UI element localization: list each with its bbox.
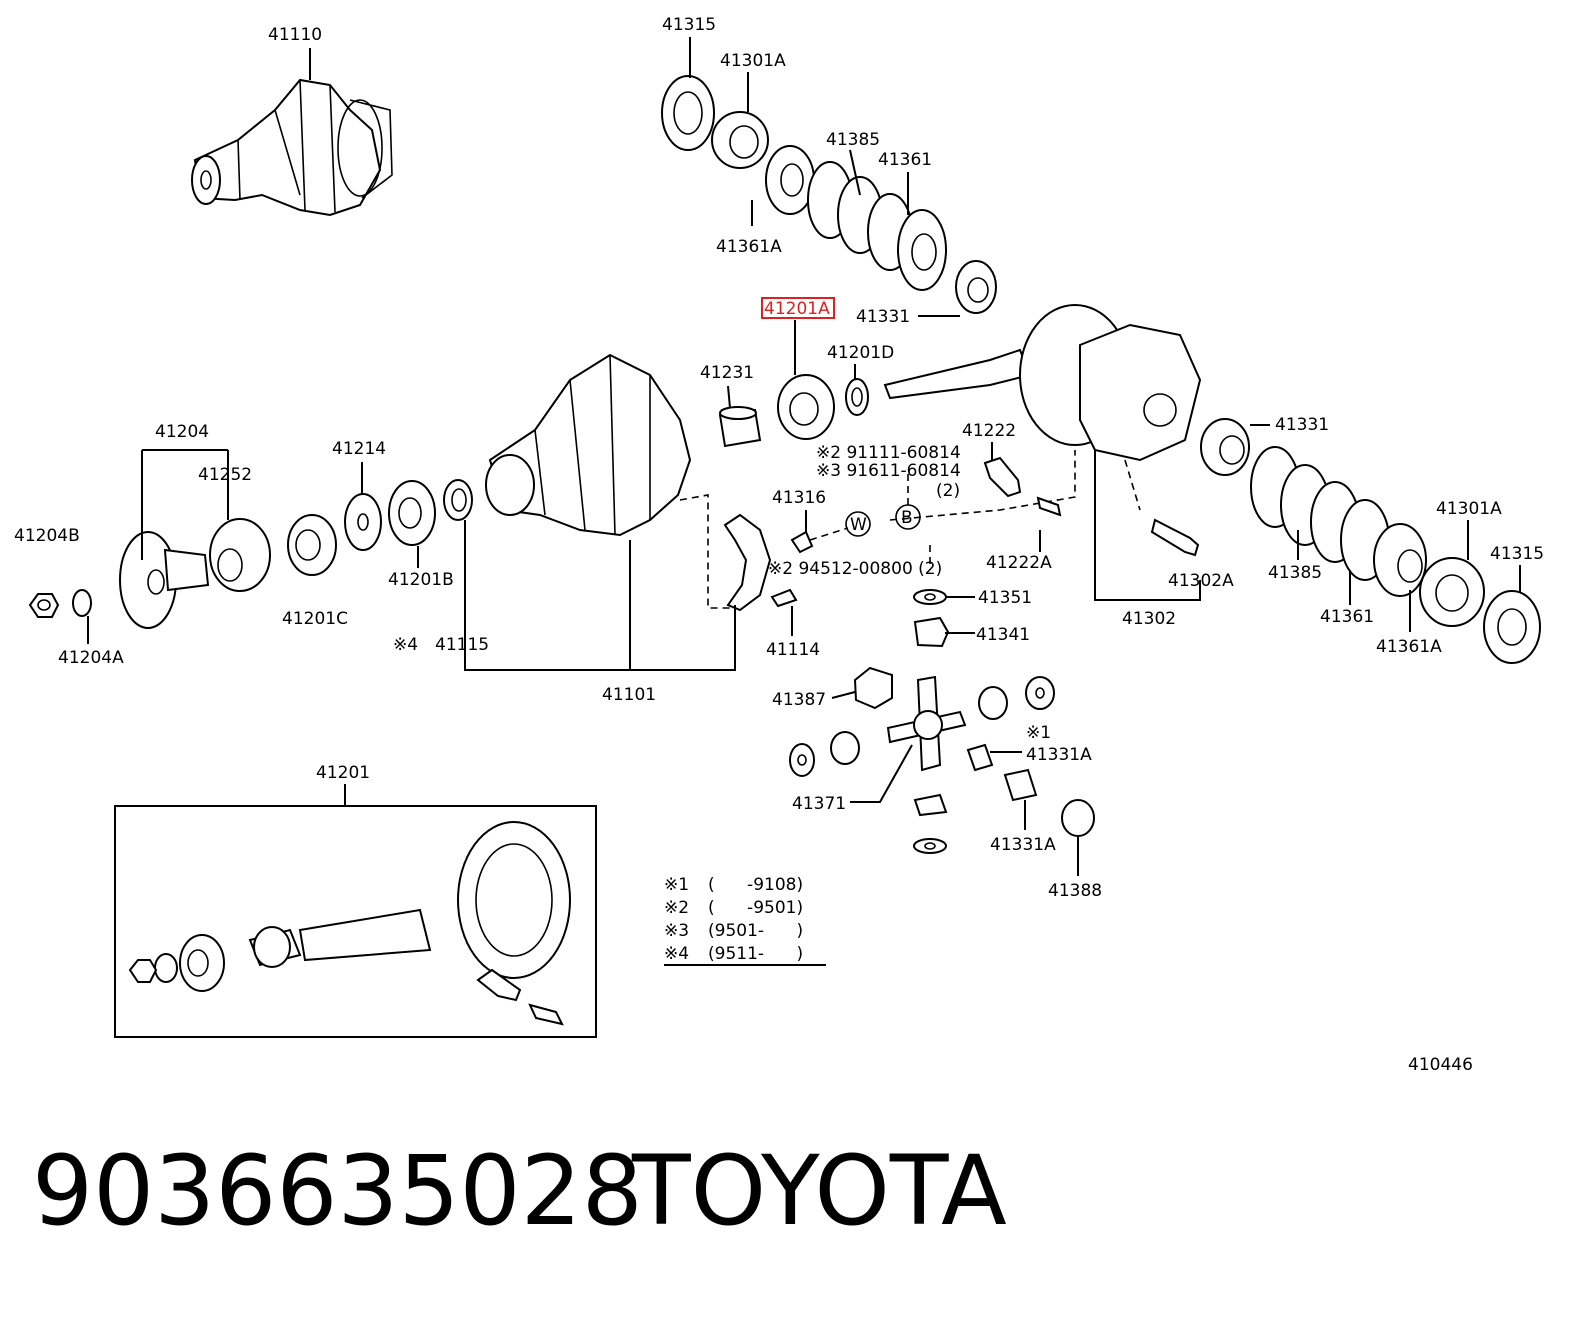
- legend-mark-4: ※4: [664, 944, 689, 964]
- bearing-cap-group: [679, 450, 1141, 612]
- label-41361-top[interactable]: 41361: [878, 150, 932, 170]
- label-41222[interactable]: 41222: [962, 421, 1016, 441]
- label-41361A-top[interactable]: 41361A: [716, 237, 782, 257]
- callout-bolt-a: ※2 91111-60814: [816, 443, 961, 463]
- legend-mark-1: ※1: [664, 875, 689, 895]
- label-41315-right[interactable]: 41315: [1490, 544, 1544, 564]
- label-41331A-1[interactable]: 41331A: [1026, 745, 1092, 765]
- companion-flange-group: [28, 479, 473, 629]
- label-41316[interactable]: 41316: [772, 488, 826, 508]
- label-41385-right[interactable]: 41385: [1268, 563, 1322, 583]
- label-41214[interactable]: 41214: [332, 439, 386, 459]
- legend-range-4: (9511- ): [708, 944, 803, 964]
- differential-case-drawing: [883, 304, 1202, 462]
- part-labels: 41110 41315 41301A 41385 41361 41361A 41…: [14, 15, 1544, 1075]
- pinion-bearing-group: [718, 374, 869, 448]
- label-41387[interactable]: 41387: [772, 690, 826, 710]
- legend-mark-3: ※3: [664, 921, 689, 941]
- differential-housing-drawing: [485, 353, 692, 537]
- label-41385-top[interactable]: 41385: [826, 130, 880, 150]
- label-41341[interactable]: 41341: [976, 625, 1030, 645]
- label-41204A[interactable]: 41204A: [58, 648, 124, 668]
- highlight-box: [761, 297, 835, 319]
- label-41204B[interactable]: 41204B: [14, 526, 80, 546]
- label-41201D[interactable]: 41201D: [827, 343, 894, 363]
- label-41201[interactable]: 41201: [316, 763, 370, 783]
- label-41301A-top[interactable]: 41301A: [720, 51, 786, 71]
- legend-range-2: ( -9501): [708, 898, 803, 918]
- label-41315-top[interactable]: 41315: [662, 15, 716, 35]
- marker-4: ※4: [393, 635, 418, 655]
- top-gear-stack: [661, 75, 997, 314]
- legend-mark-2: ※2: [664, 898, 689, 918]
- legend-range-3: (9501- ): [708, 921, 803, 941]
- label-41351[interactable]: 41351: [978, 588, 1032, 608]
- legend-range-1: ( -9108): [708, 875, 803, 895]
- label-41204[interactable]: 41204: [155, 422, 209, 442]
- label-41331A-2[interactable]: 41331A: [990, 835, 1056, 855]
- right-gear-stack: [1200, 418, 1541, 664]
- label-41201C[interactable]: 41201C: [282, 609, 348, 629]
- label-41231[interactable]: 41231: [700, 363, 754, 383]
- leader-lines: [87, 37, 1521, 876]
- label-41361A-right[interactable]: 41361A: [1376, 637, 1442, 657]
- label-41115[interactable]: 41115: [435, 635, 489, 655]
- callout-pin: ※2 94512-00800 (2): [768, 559, 942, 579]
- mark-1: ※1: [1026, 723, 1051, 743]
- diagram-code: 410446: [1408, 1055, 1473, 1075]
- label-41252[interactable]: 41252: [198, 465, 252, 485]
- legend: ※1 ( -9108) ※2 ( -9501) ※3 (9501- ) ※4 (…: [664, 875, 803, 964]
- label-41302[interactable]: 41302: [1122, 609, 1176, 629]
- label-41201B[interactable]: 41201B: [388, 570, 454, 590]
- label-41388[interactable]: 41388: [1048, 881, 1102, 901]
- label-41101[interactable]: 41101: [602, 685, 656, 705]
- label-41371[interactable]: 41371: [792, 794, 846, 814]
- callout-bolt-b: ※3 91611-60814: [816, 461, 961, 481]
- carrier-assembly-drawing: [191, 78, 393, 217]
- ring-gear-inset: [114, 805, 597, 1038]
- label-41114[interactable]: 41114: [766, 640, 820, 660]
- label-41301A-right[interactable]: 41301A: [1436, 499, 1502, 519]
- callout-bolt-b-qty: (2): [936, 481, 960, 501]
- label-41331-right[interactable]: 41331: [1275, 415, 1329, 435]
- mark-b: B: [901, 508, 913, 528]
- brand-title: TOYOTA: [632, 1135, 1007, 1247]
- part-number-title: 9036635028: [32, 1135, 643, 1247]
- label-41361-right[interactable]: 41361: [1320, 607, 1374, 627]
- label-41302A[interactable]: 41302A: [1168, 571, 1234, 591]
- label-41222A[interactable]: 41222A: [986, 553, 1052, 573]
- label-41201A[interactable]: 41201A: [764, 299, 830, 319]
- mark-w: W: [850, 515, 867, 535]
- spider-gear-set: [789, 589, 1095, 854]
- sensor-and-bolts: [983, 456, 1200, 557]
- label-41331-top[interactable]: 41331: [856, 307, 910, 327]
- label-41110[interactable]: 41110: [268, 25, 322, 45]
